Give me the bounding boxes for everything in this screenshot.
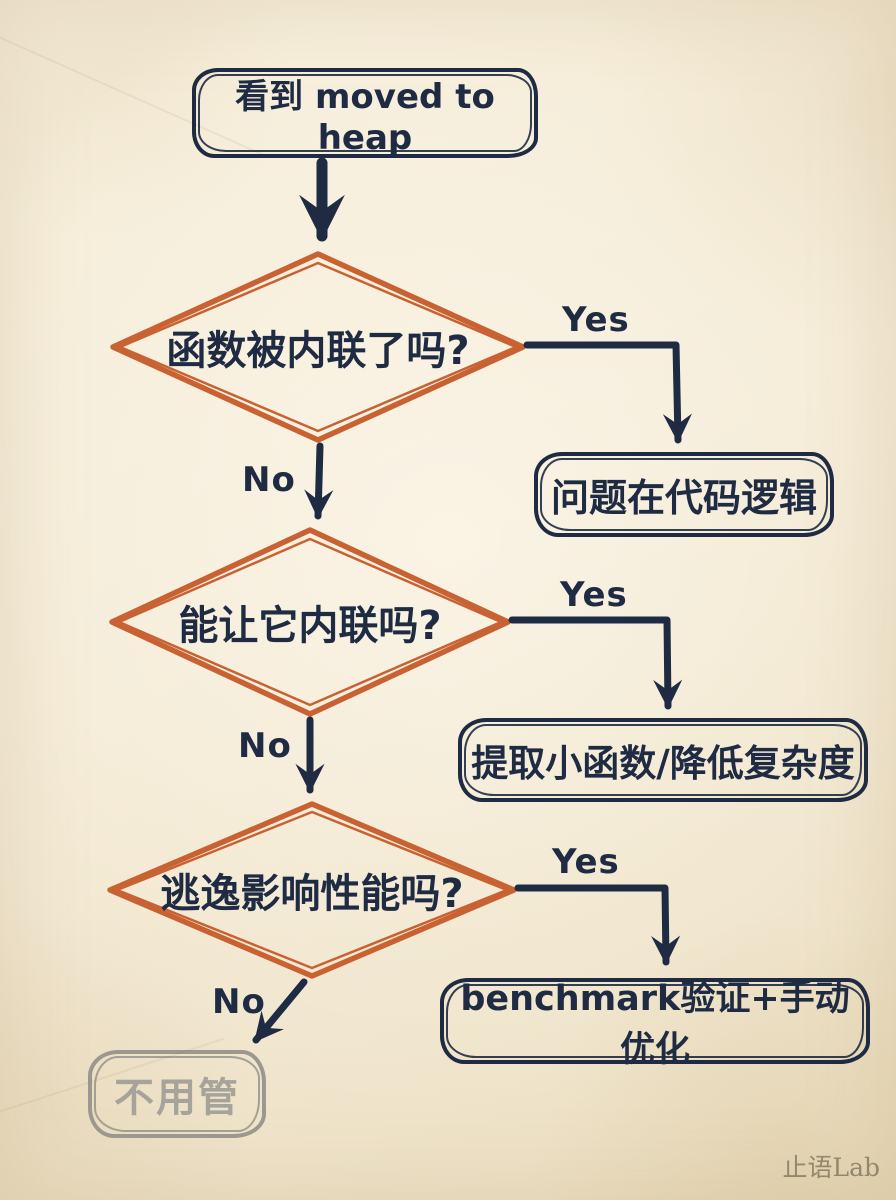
result-node-3: benchmark验证+手动优化	[440, 978, 870, 1070]
terminal-node: 不用管	[88, 1050, 266, 1138]
no-label-1-text: No	[242, 460, 296, 500]
decision-diamond-2	[109, 527, 511, 717]
yes-label-3: Yes	[552, 842, 620, 882]
start-node-label: 看到 moved to heap	[235, 76, 495, 158]
no-label-3: No	[212, 982, 266, 1022]
terminal-label: 不用管	[114, 1075, 240, 1121]
yes-label-1: Yes	[562, 300, 630, 340]
result-node-2: 提取小函数/降低复杂度	[458, 718, 868, 802]
arrow-yes-1	[523, 341, 693, 444]
watermark-text: 止语Lab	[782, 1153, 880, 1182]
no-label-3-text: No	[212, 982, 266, 1022]
watermark: 止语Lab	[782, 1148, 880, 1184]
result-2-label: 提取小函数/降低复杂度	[471, 742, 855, 785]
no-label-2-text: No	[238, 726, 292, 766]
yes-label-1-text: Yes	[562, 300, 630, 340]
decision-diamond-1	[110, 251, 526, 443]
yes-label-2-text: Yes	[560, 575, 628, 615]
yes-label-3-text: Yes	[552, 842, 620, 882]
arrow-yes-3	[514, 884, 681, 966]
no-label-1: No	[242, 460, 296, 500]
no-label-2: No	[238, 726, 292, 766]
decision-diamond-3	[107, 801, 517, 979]
arrow-no-1	[304, 442, 334, 520]
arrow-yes-2	[508, 616, 683, 710]
result-1-label: 问题在代码逻辑	[550, 476, 817, 520]
arrow-no-3	[252, 978, 308, 1044]
result-node-1: 问题在代码逻辑	[534, 452, 834, 537]
start-node: 看到 moved to heap	[192, 68, 538, 158]
result-3-label: benchmark验证+手动优化	[460, 979, 850, 1070]
yes-label-2: Yes	[560, 575, 628, 615]
